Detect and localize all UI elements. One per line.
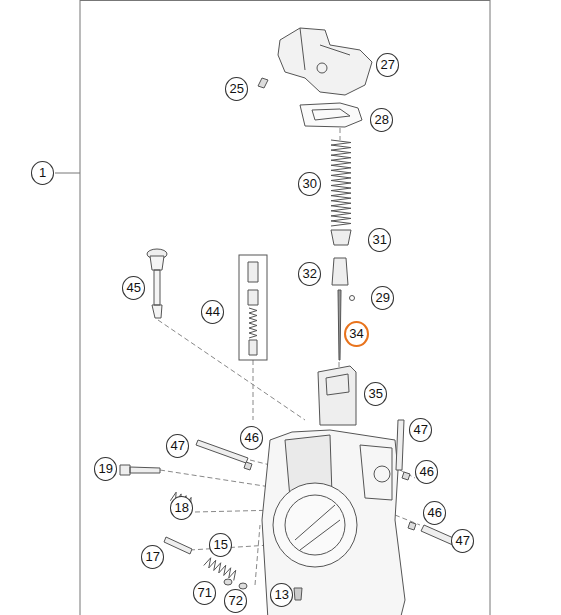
callout-number: 29 [371,286,394,310]
kit-frame [239,255,267,360]
callout-number: 18 [170,496,193,520]
hose-clip [408,522,416,530]
vent-pipe [196,440,248,463]
jet [294,588,302,600]
vent-pipe [396,420,404,470]
callout-number: 71 [193,581,216,605]
callout-number: 13 [270,583,293,607]
callout-number: 47 [451,529,474,553]
throttle-slide [318,366,356,425]
callout-number: 46 [415,460,438,484]
callout-number: 44 [201,300,224,324]
callout-number: 19 [94,457,117,481]
spring-seat [331,230,351,245]
callout-number: 72 [224,589,247,613]
slide-cutout [326,374,349,395]
kit-parts [248,262,258,355]
body-side [360,445,392,500]
needle-clip [350,296,355,301]
leader-line [55,173,80,174]
intake-bell [273,483,357,567]
slide-spring [331,140,351,226]
callout-number: 46 [423,501,446,525]
idle-screw [150,256,164,318]
kit-spring [249,308,257,338]
callout-number: 47 [409,418,432,442]
top-cover [278,28,372,95]
venturi-detail [295,505,340,550]
callout-number: 30 [298,172,321,196]
callout-number: 17 [141,545,164,569]
callout-number: 34 [344,321,369,347]
callout-number: 1 [31,161,54,185]
callout-number: 45 [122,276,145,300]
callout-number: 46 [240,426,263,450]
callout-number: 47 [166,434,189,458]
callout-number: 28 [370,108,393,132]
body-boss [374,466,390,482]
needle-holder [332,258,348,285]
callout-number: 35 [364,382,387,406]
air-screw [120,465,160,475]
jet-needle [338,290,341,360]
screw [258,78,268,88]
idle-adjust-screw [164,537,192,554]
callout-number: 15 [209,533,232,557]
hose-clip [244,462,252,470]
cover-hole [317,63,327,73]
callout-number: 32 [298,262,321,286]
venturi [285,495,345,555]
washer [239,583,247,589]
carburetor-body [262,430,405,615]
callout-number: 27 [376,53,399,77]
hose-clip [402,472,410,480]
callout-number: 25 [225,77,248,101]
group-frame [80,1,490,615]
gasket [300,103,362,127]
callout-number: 31 [368,228,391,252]
o-ring [224,579,232,585]
adjust-spring [204,558,236,581]
